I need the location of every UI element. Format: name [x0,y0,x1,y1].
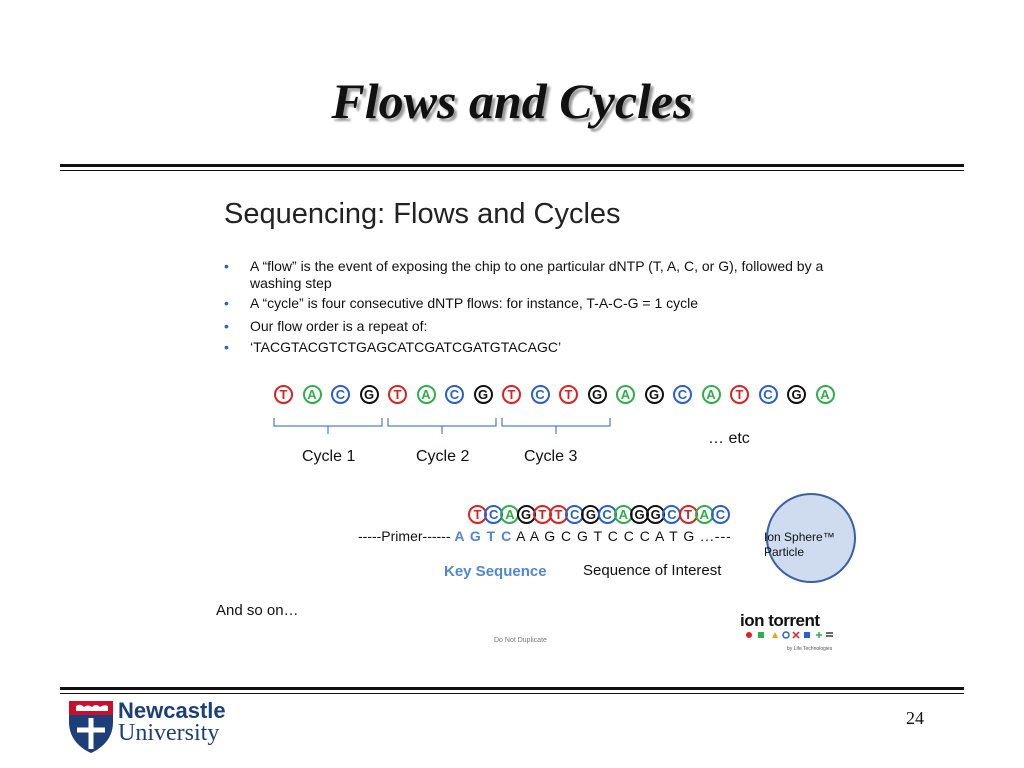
bullet-dot: • [224,318,229,334]
key-sequence-label: Key Sequence [444,563,547,580]
slide-title: Flows and Cycles [331,73,693,129]
bullet-dot: • [224,295,229,311]
university-name-line1: Newcastle [118,698,226,723]
bullet-item: • Our flow order is a repeat of: [224,318,834,335]
sequence-of-interest-label: Sequence of Interest [583,562,722,579]
ion-torrent-logo: ion torrent [740,611,820,630]
cycle-label: Cycle 3 [524,448,578,465]
cycle-label: Cycle 1 [302,448,356,465]
bullet-item: • ‘TACGTACGTCTGAGCATCGATCGATGTACAGC’ [224,339,834,356]
bullet-text: A “flow” is the event of exposing the ch… [250,258,824,291]
key-sequence-bases: A G T C [454,528,513,544]
sequence-bases: A A G C G T C C C A T G ...--- [516,528,732,544]
ion-sphere-label-text: Ion Sphere™ Particle [764,530,835,559]
primer-label: -----Primer------ [358,528,451,544]
and-so-on-text: And so on… [216,602,299,619]
bullet-dot: • [224,258,229,274]
university-name-line2: University [118,720,220,746]
bullet-dot: • [224,339,229,355]
bullet-text: Our flow order is a repeat of: [250,318,428,334]
dna-strand: -----Primer------ A G T C A A G C G T C … [358,528,732,544]
university-crest-icon [69,701,113,753]
bullet-text: ‘TACGTACGTCTGAGCATCGATCGATGTACAGC’ [250,339,562,355]
bullet-item: • A “flow” is the event of exposing the … [224,258,834,292]
bottom-divider-thin [60,693,964,694]
bottom-divider-thick [60,687,964,690]
top-divider-thin [60,170,964,171]
bullet-item: • A “cycle” is four consecutive dNTP flo… [224,295,834,312]
cycle-brace [387,418,497,434]
etc-label: … etc [708,430,750,447]
inner-slide-title: Sequencing: Flows and Cycles [224,198,621,230]
cycle-label: Cycle 2 [416,448,470,465]
ion-sphere-label: Ion Sphere™ Particle [764,530,856,560]
page-number: 24 [906,708,924,728]
do-not-duplicate-note: Do Not Duplicate [494,637,547,644]
cycle-brace [273,418,383,434]
ion-torrent-sub-logo: by Life Technologies [787,646,833,652]
bullet-text: A “cycle” is four consecutive dNTP flows… [250,295,699,311]
cycle-brace [501,418,611,434]
ion-sphere-particle [766,493,856,583]
top-divider-thick [60,164,964,167]
ion-torrent-symbols-icon [746,631,833,639]
